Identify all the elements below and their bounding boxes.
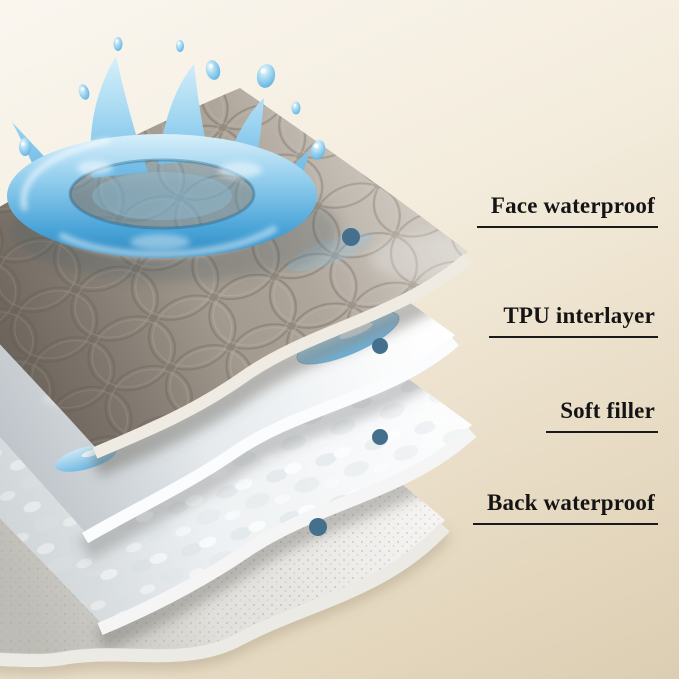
callout-tpu-interlayer: TPU interlayer: [489, 303, 658, 338]
callout-face-waterproof: Face waterproof: [476, 193, 658, 228]
marker-dot-soft-filler: [372, 429, 388, 445]
droplet-highlights: [21, 39, 318, 148]
water-splash: [7, 37, 340, 282]
callout-back-waterproof: Back waterproof: [472, 490, 658, 525]
callout-soft-filler: Soft filler: [546, 398, 658, 433]
marker-dot-face-waterproof: [342, 228, 360, 246]
marker-dot-tpu-interlayer: [372, 338, 388, 354]
marker-dot-back-waterproof: [309, 518, 327, 536]
